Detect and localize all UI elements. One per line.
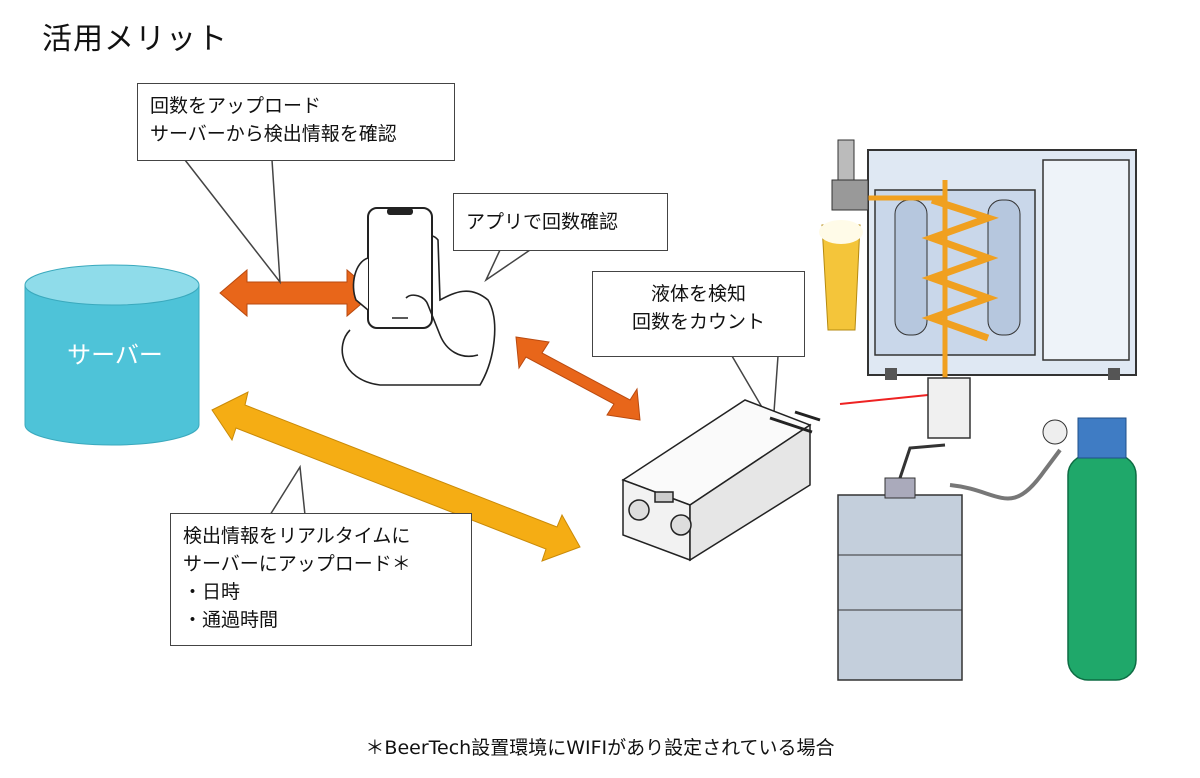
server-cylinder-icon <box>24 264 200 446</box>
page-title: 活用メリット <box>42 22 228 57</box>
server-phone-arrow <box>219 268 375 318</box>
realtime-callout: 検出情報をリアルタイムに サーバーにアップロード＊ ・日時 ・通過時間 <box>170 513 472 646</box>
gas-cylinder-icon <box>1042 417 1137 681</box>
detect-callout-line2: 回数をカウント <box>631 311 765 333</box>
realtime-callout-line2: サーバーにアップロード＊ <box>183 553 411 575</box>
app-callout-text: アプリで回数確認 <box>466 211 619 233</box>
realtime-callout-item1: ・日時 <box>183 581 241 603</box>
app-callout: アプリで回数確認 <box>453 193 668 251</box>
detect-callout: 液体を検知 回数をカウント <box>592 271 805 357</box>
smartphone-icon <box>341 207 496 386</box>
upload-callout: 回数をアップロード サーバーから検出情報を確認 <box>137 83 455 161</box>
footnote: ＊BeerTech設置環境にWIFIがあり設定されている場合 <box>365 737 835 759</box>
sensor-line <box>839 394 929 405</box>
detect-callout-line1: 液体を検知 <box>650 283 746 305</box>
gas-hose <box>949 448 1062 501</box>
callout-pointers <box>183 159 779 516</box>
server-sensor-arrow <box>211 391 581 562</box>
realtime-callout-item2: ・通過時間 <box>183 609 279 631</box>
sensor-device-icon <box>621 399 821 562</box>
inline-sensor-icon <box>927 377 971 439</box>
beer-dispenser-icon <box>819 139 1137 385</box>
phone-sensor-arrow <box>515 336 641 421</box>
keg-icon <box>837 443 963 681</box>
upload-callout-line2: サーバーから検出情報を確認 <box>150 123 397 145</box>
server-label: サーバー <box>67 341 163 369</box>
realtime-callout-line1: 検出情報をリアルタイムに <box>183 525 411 547</box>
upload-callout-line1: 回数をアップロード <box>150 95 322 117</box>
